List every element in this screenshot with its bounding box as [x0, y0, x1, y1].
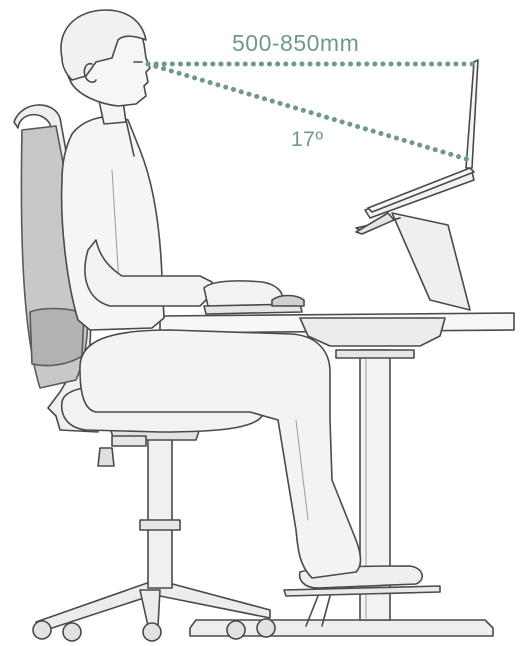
desk-bracket	[336, 350, 414, 358]
chair-height-knob	[98, 448, 114, 466]
footrest	[284, 586, 440, 596]
hand	[204, 281, 282, 306]
viewing-angle-label: 17º	[291, 128, 324, 152]
viewing-distance-label: 500-850mm	[232, 30, 359, 57]
laptop	[368, 60, 478, 212]
laptop-base	[368, 168, 474, 212]
desk-tray	[300, 318, 445, 346]
laptop-screen	[466, 60, 478, 168]
mouse	[272, 296, 304, 307]
trousers	[80, 330, 361, 578]
chair-gas-lift	[148, 430, 172, 588]
